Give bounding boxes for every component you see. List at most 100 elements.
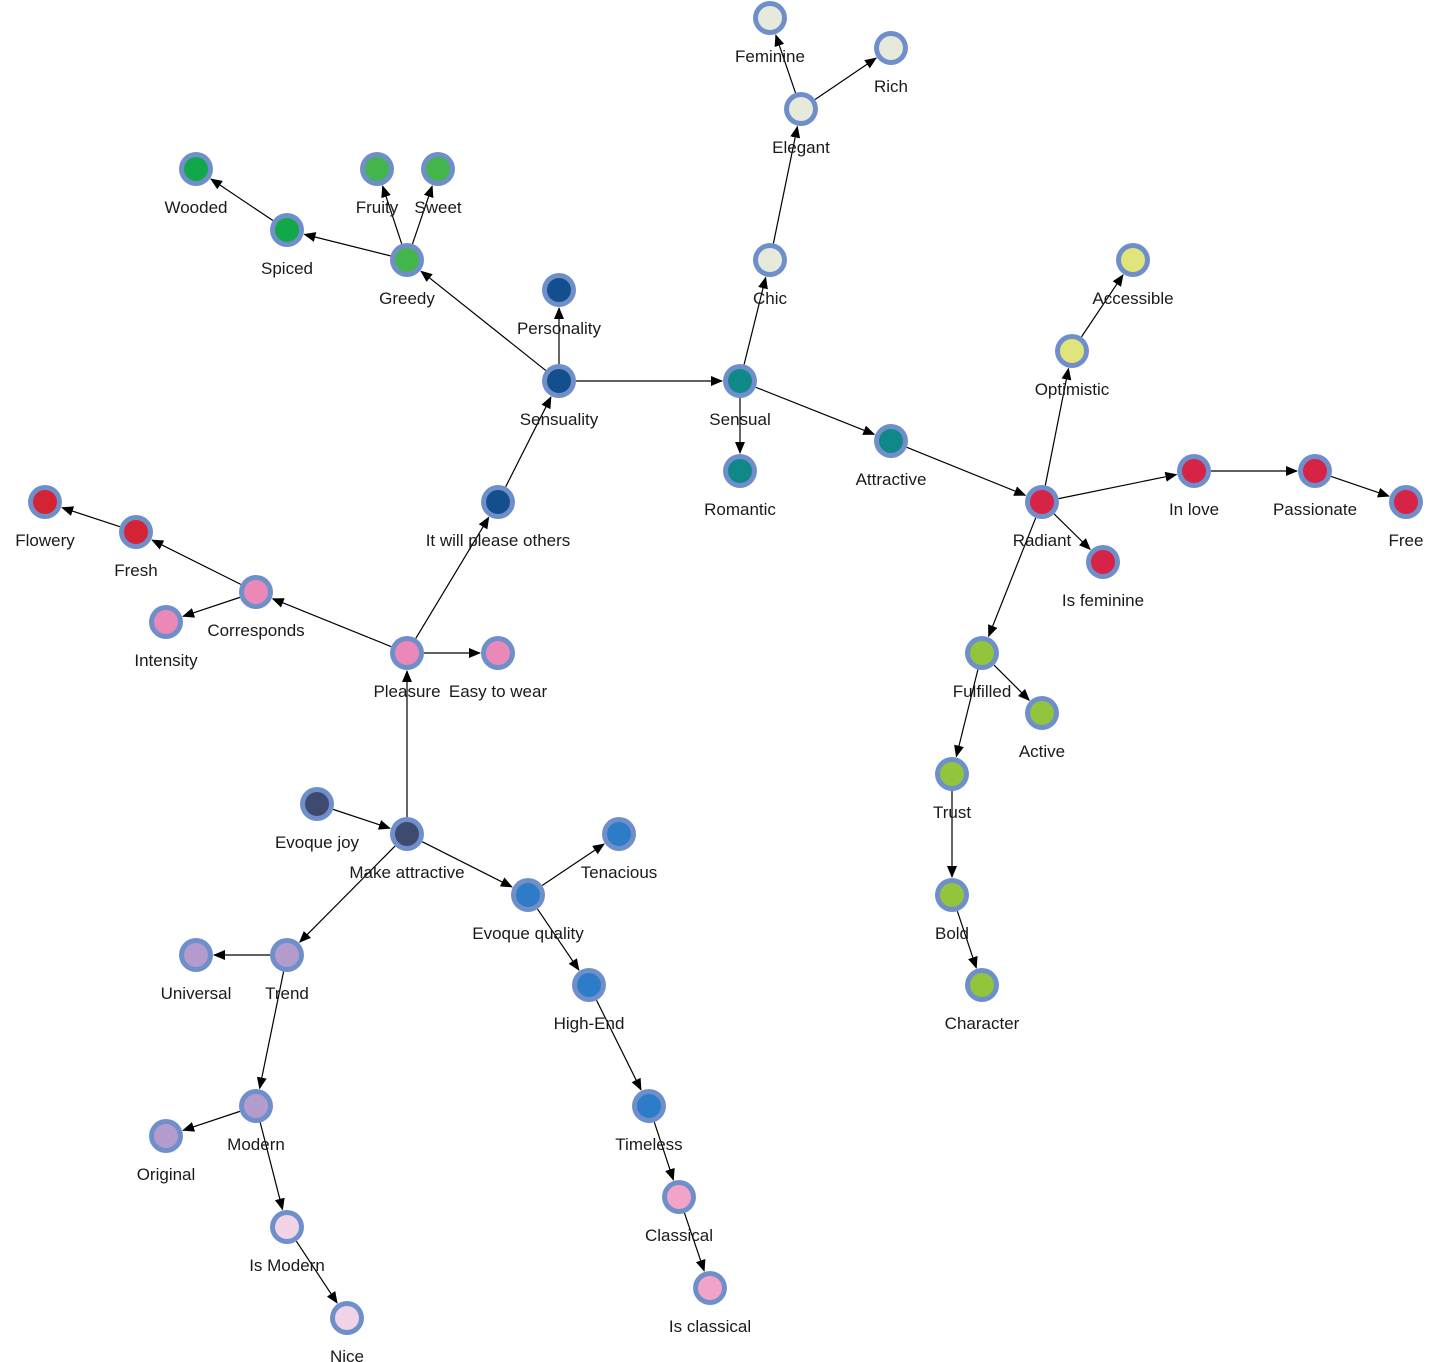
node-classical[interactable]: Classical	[645, 1180, 713, 1245]
node-label: Free	[1389, 531, 1424, 550]
node-optimistic[interactable]: Optimistic	[1035, 334, 1110, 399]
node-radiant[interactable]: Radiant	[1013, 485, 1072, 550]
node-core	[728, 369, 752, 393]
edge-corresponds-to-fresh	[151, 539, 242, 585]
node-universal[interactable]: Universal	[161, 938, 232, 1003]
node-label: Feminine	[735, 47, 805, 66]
node-label: Fruity	[356, 198, 399, 217]
node-core	[698, 1276, 722, 1300]
node-bold[interactable]: Bold	[935, 878, 969, 943]
node-core	[1182, 459, 1206, 483]
node-isclassical[interactable]: Is classical	[669, 1271, 751, 1336]
node-feminine[interactable]: Feminine	[735, 1, 805, 66]
node-inlove[interactable]: In love	[1169, 454, 1219, 519]
node-label: Spiced	[261, 259, 313, 278]
node-label: Accessible	[1092, 289, 1173, 308]
node-core	[244, 1094, 268, 1118]
node-label: Elegant	[772, 138, 830, 157]
node-makeattractive[interactable]: Make attractive	[349, 817, 465, 882]
node-label: Romantic	[704, 500, 776, 519]
node-personality[interactable]: Personality	[517, 273, 602, 338]
node-core	[1303, 459, 1327, 483]
node-label: Personality	[517, 319, 602, 338]
node-wooded[interactable]: Wooded	[164, 152, 228, 217]
node-label: Corresponds	[207, 621, 304, 640]
node-accessible[interactable]: Accessible	[1092, 243, 1174, 308]
node-core	[395, 822, 419, 846]
edge-sensual-to-chic	[743, 276, 768, 365]
node-original[interactable]: Original	[137, 1119, 196, 1184]
node-greedy[interactable]: Greedy	[379, 243, 435, 308]
node-core	[970, 973, 994, 997]
node-character[interactable]: Character	[945, 968, 1020, 1033]
edge-pleasure-to-corresponds	[271, 598, 392, 648]
node-core	[607, 822, 631, 846]
node-label: Fresh	[114, 561, 157, 580]
node-fruity[interactable]: Fruity	[356, 152, 399, 217]
node-fulfilled[interactable]: Fulfilled	[953, 636, 1012, 701]
node-timeless[interactable]: Timeless	[615, 1089, 683, 1154]
node-corresponds[interactable]: Corresponds	[207, 575, 305, 640]
node-intensity[interactable]: Intensity	[134, 605, 198, 670]
node-highend[interactable]: High-End	[554, 968, 625, 1033]
node-free[interactable]: Free	[1389, 485, 1424, 550]
edge-timeless-to-classical	[653, 1121, 675, 1181]
node-flowery[interactable]: Flowery	[15, 485, 75, 550]
node-label: Is feminine	[1062, 591, 1144, 610]
node-chic[interactable]: Chic	[753, 243, 788, 308]
node-elegant[interactable]: Elegant	[772, 92, 830, 157]
node-spiced[interactable]: Spiced	[261, 213, 313, 278]
edge-makeattractive-to-evoquequality	[421, 841, 513, 888]
node-evoquejoy[interactable]: Evoque joy	[275, 787, 360, 852]
edge-optimistic-to-accessible	[1080, 274, 1124, 338]
node-evoquequality[interactable]: Evoque quality	[472, 878, 584, 943]
node-fresh[interactable]: Fresh	[114, 515, 158, 580]
node-trust[interactable]: Trust	[933, 757, 971, 822]
edge-classical-to-isclassical	[683, 1212, 706, 1272]
edge-corresponds-to-intensity	[182, 596, 241, 618]
edge-elegant-to-rich	[814, 57, 877, 100]
edge-fresh-to-flowery	[61, 506, 121, 528]
node-label: Attractive	[856, 470, 927, 489]
node-romantic[interactable]: Romantic	[704, 454, 776, 519]
node-label: Original	[137, 1165, 196, 1184]
node-trend[interactable]: Trend	[265, 938, 309, 1003]
node-label: Easy to wear	[449, 682, 548, 701]
node-core	[1121, 248, 1145, 272]
node-passionate[interactable]: Passionate	[1273, 454, 1357, 519]
edge-greedy-to-spiced	[303, 232, 391, 257]
node-label: Rich	[874, 77, 908, 96]
node-willplease[interactable]: It will please others	[426, 485, 571, 550]
node-label: Timeless	[615, 1135, 682, 1154]
node-isfeminine[interactable]: Is feminine	[1062, 545, 1144, 610]
edge-fulfilled-to-trust	[954, 669, 979, 758]
node-nice[interactable]: Nice	[330, 1301, 364, 1362]
edge-sensuality-to-greedy	[420, 270, 547, 371]
node-label: Active	[1019, 742, 1065, 761]
node-label: Make attractive	[349, 863, 464, 882]
node-pleasure[interactable]: Pleasure	[373, 636, 441, 701]
node-core	[275, 943, 299, 967]
node-ismodern[interactable]: Is Modern	[249, 1210, 325, 1275]
edge-radiant-to-isfeminine	[1053, 513, 1091, 551]
node-easytowear[interactable]: Easy to wear	[449, 636, 548, 701]
node-label: Modern	[227, 1135, 285, 1154]
node-label: Universal	[161, 984, 232, 1003]
node-tenacious[interactable]: Tenacious	[581, 817, 658, 882]
node-rich[interactable]: Rich	[874, 31, 908, 96]
node-sweet[interactable]: Sweet	[414, 152, 462, 217]
node-core	[305, 792, 329, 816]
edge-passionate-to-free	[1330, 475, 1390, 498]
edge-elegant-to-feminine	[774, 34, 797, 94]
node-core	[758, 6, 782, 30]
node-sensuality[interactable]: Sensuality	[520, 364, 599, 429]
node-core	[33, 490, 57, 514]
node-label: Trend	[265, 984, 309, 1003]
node-attractive[interactable]: Attractive	[856, 424, 927, 489]
node-modern[interactable]: Modern	[227, 1089, 285, 1154]
node-active[interactable]: Active	[1019, 696, 1065, 761]
node-core	[426, 157, 450, 181]
node-sensual[interactable]: Sensual	[709, 364, 771, 429]
